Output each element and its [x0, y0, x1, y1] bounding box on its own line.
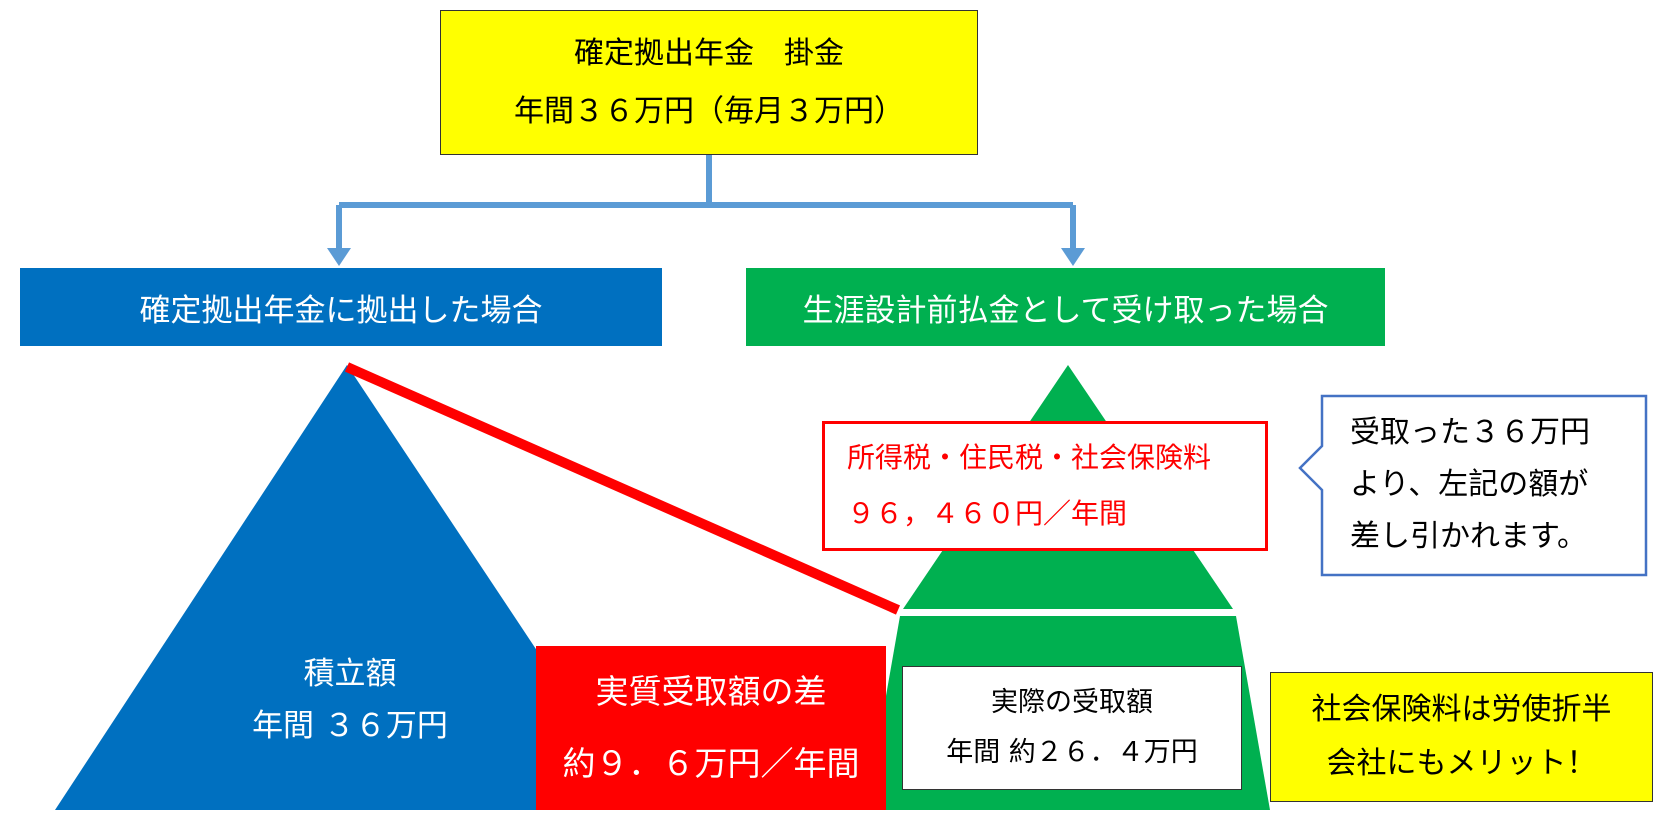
actual-amount-label: 実際の受取額: [991, 687, 1153, 718]
blue-triangle: [55, 365, 643, 810]
merit-line-2: 会社にもメリット！: [1326, 746, 1597, 781]
actual-amount-box: 実際の受取額 年間 約２６．４万円: [902, 666, 1242, 790]
callout-line-3: 差し引かれます。: [1350, 519, 1587, 554]
prepayment-header: 生涯設計前払金として受け取った場合: [746, 268, 1385, 346]
tax-deduction-box: 所得税・住民税・社会保険料 ９６，４６０円／年間: [822, 421, 1268, 551]
difference-box: 実質受取額の差 約９．６万円／年間: [536, 646, 886, 810]
difference-amount: 約９．６万円／年間: [562, 744, 860, 783]
connector-lines: [336, 155, 1076, 250]
dc-pension-header: 確定拠出年金に拠出した場合: [20, 268, 662, 346]
dc-pension-header-label: 確定拠出年金に拠出した場合: [139, 292, 543, 329]
callout-text: 受取った３６万円 より、左記の額が 差し引かれます。: [1322, 400, 1652, 570]
contribution-box: 確定拠出年金 掛金 年間３６万円（毎月３万円）: [440, 10, 978, 155]
contribution-amount: 年間３６万円（毎月３万円）: [514, 93, 904, 129]
callout-line-1: 受取った３６万円: [1350, 415, 1590, 450]
arrow-left-icon: [327, 248, 351, 266]
callout-bubble: [1298, 394, 1648, 577]
difference-label: 実質受取額の差: [595, 672, 827, 711]
accumulation-value: 年間 ３６万円: [252, 708, 448, 744]
contribution-title: 確定拠出年金 掛金: [574, 35, 844, 71]
prepayment-header-label: 生涯設計前払金として受け取った場合: [802, 292, 1329, 329]
tax-deduction-label: 所得税・住民税・社会保険料: [847, 441, 1212, 474]
tax-deduction-amount: ９６，４６０円／年間: [847, 497, 1128, 530]
actual-amount-value: 年間 約２６．４万円: [946, 737, 1198, 768]
accumulation-label: 積立額: [303, 656, 397, 692]
merit-line-1: 社会保険料は労使折半: [1311, 692, 1612, 727]
callout-line-2: より、左記の額が: [1350, 467, 1589, 502]
accumulation-text: 積立額 年間 ３６万円: [180, 645, 520, 755]
comparison-line: [344, 362, 901, 615]
merit-box: 社会保険料は労使折半 会社にもメリット！: [1270, 672, 1653, 802]
arrow-right-icon: [1061, 248, 1085, 266]
